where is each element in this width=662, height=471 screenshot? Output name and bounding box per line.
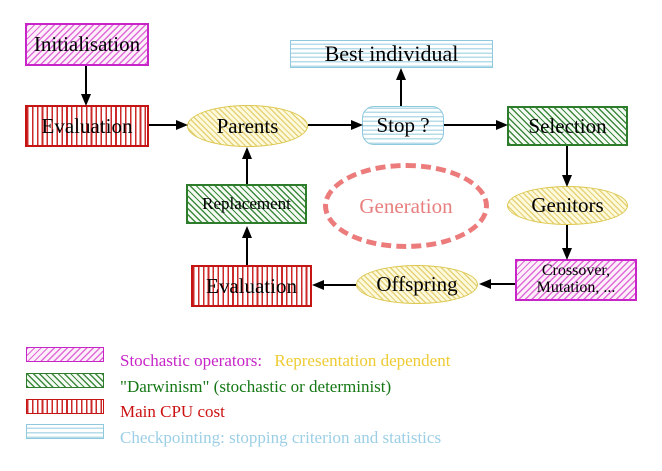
legend-text-stochastic: Stochastic operators: bbox=[120, 351, 263, 370]
node-replacement: Replacement bbox=[186, 184, 307, 224]
node-genitors: Genitors bbox=[507, 186, 628, 225]
node-best-individual: Best individual bbox=[290, 40, 493, 68]
node-selection: Selection bbox=[507, 106, 628, 146]
legend-label-darwinism: "Darwinism" (stochastic or determinist) bbox=[120, 377, 392, 396]
legend-swatch-stochastic-operators bbox=[26, 347, 104, 362]
node-offspring: Offspring bbox=[356, 265, 478, 304]
node-generation-loop: Generation bbox=[323, 163, 489, 249]
legend-swatch-checkpointing bbox=[26, 424, 104, 439]
node-crossover-mutation: Crossover, Mutation, ... bbox=[515, 259, 637, 301]
legend-swatch-darwinism bbox=[26, 373, 104, 388]
legend-label-main-cpu-cost: Main CPU cost bbox=[120, 402, 225, 421]
node-evaluation-bottom: Evaluation bbox=[191, 265, 312, 307]
node-initialisation: Initialisation bbox=[25, 23, 149, 66]
legend-label-checkpointing: Checkpointing: stopping criterion and st… bbox=[120, 428, 442, 447]
node-evaluation-top: Evaluation bbox=[25, 105, 149, 147]
crossover-line: Crossover, bbox=[541, 262, 611, 280]
legend-label-stochastic-operators: Stochastic operators: Representation dep… bbox=[120, 351, 450, 371]
node-stop: Stop ? bbox=[362, 106, 444, 145]
node-parents: Parents bbox=[187, 105, 308, 147]
legend-text-representation: Representation dependent bbox=[274, 351, 451, 370]
mutation-line: Mutation, ... bbox=[536, 279, 616, 296]
legend-swatch-main-cpu-cost bbox=[26, 399, 104, 414]
